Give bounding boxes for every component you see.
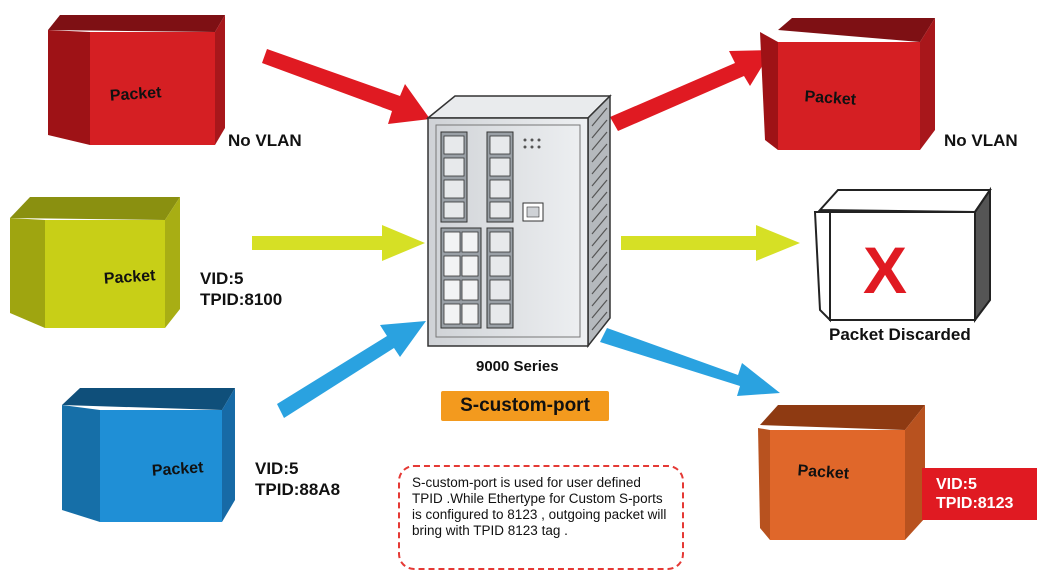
arrow-yellow-in: [252, 225, 425, 261]
vid-label: VID:5: [200, 269, 244, 288]
vid-label: VID:5: [255, 459, 299, 478]
packet-label: Packet: [109, 84, 162, 105]
vid-label: VID:5: [936, 476, 977, 493]
caption-vid-in-yellow: VID:5 TPID:8100: [200, 268, 282, 310]
arrow-blue-out: [600, 328, 780, 396]
tpid-label: TPID:8100: [200, 290, 283, 309]
arrow-yellow-out: [621, 225, 800, 261]
arrow-red-out: [610, 50, 772, 131]
switch-device: [425, 94, 612, 349]
packet-box-tagged-88a8-in: Packet: [62, 388, 235, 522]
packet-box-tagged-8100-in: Packet: [10, 197, 180, 328]
packet-label: Packet: [797, 462, 850, 483]
caption-no-vlan-in: No VLAN: [228, 131, 302, 150]
arrow-blue-in: [277, 321, 426, 418]
tag-vid-8123: VID:5 TPID:8123: [922, 468, 1037, 520]
packet-box-no-vlan-in: Packet: [48, 15, 225, 145]
device-name: 9000 Series: [476, 358, 559, 375]
explanation-note: S-custom-port is used for user defined T…: [398, 465, 684, 570]
caption-vid-in-blue: VID:5 TPID:88A8: [255, 458, 340, 500]
packet-box-no-vlan-out: Packet: [760, 18, 935, 150]
arrow-red-in: [262, 49, 430, 124]
packet-label: Packet: [103, 267, 156, 288]
s-custom-port-badge: S-custom-port: [441, 391, 609, 421]
packet-label: Packet: [151, 459, 204, 480]
tpid-label: TPID:88A8: [255, 480, 341, 499]
discarded-box: X: [813, 186, 992, 323]
tpid-label: TPID:8123: [936, 495, 1014, 512]
packet-box-tagged-8123-out: Packet: [758, 405, 925, 540]
packet-label: Packet: [804, 88, 857, 109]
caption-packet-discarded: Packet Discarded: [829, 325, 971, 344]
x-mark: X: [863, 233, 907, 307]
caption-no-vlan-out: No VLAN: [944, 131, 1018, 150]
